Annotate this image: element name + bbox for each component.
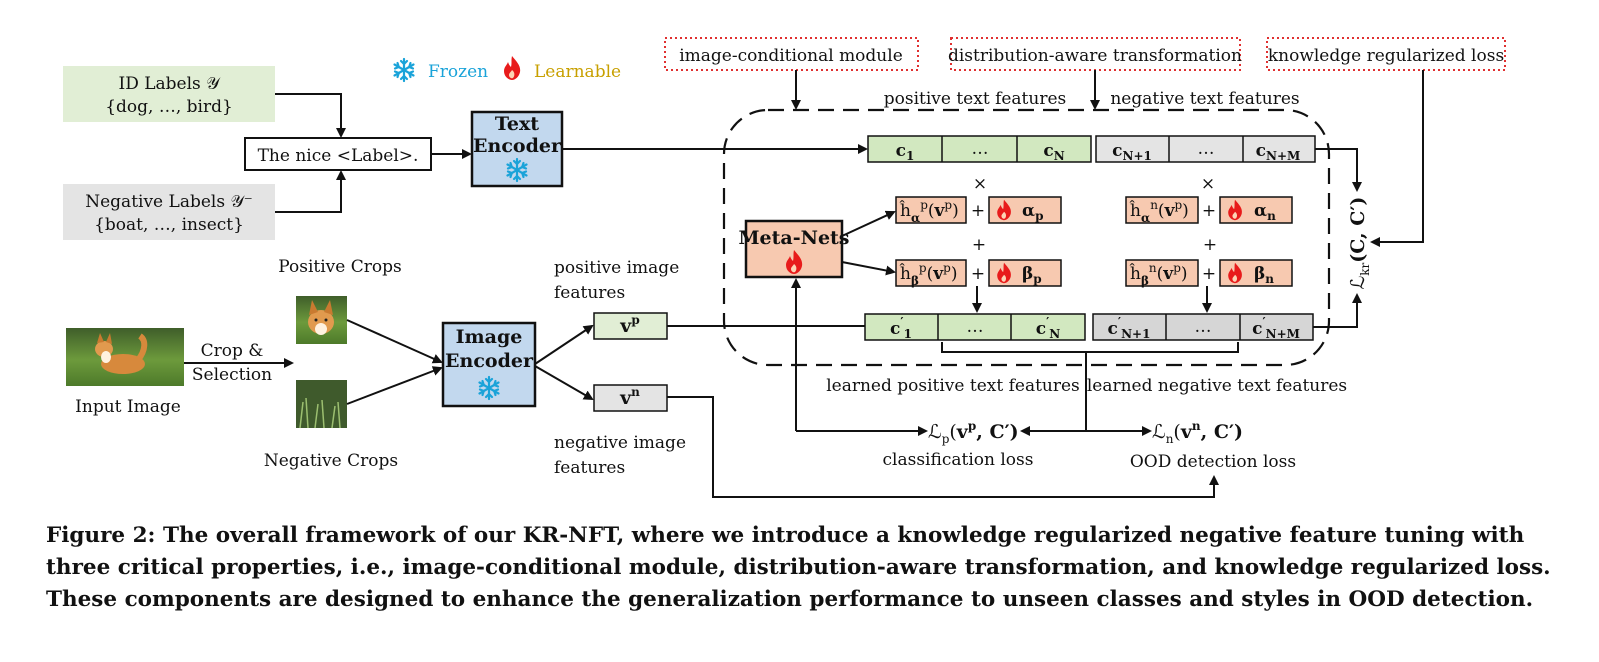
svg-text:Encoder: Encoder	[445, 350, 534, 372]
learned-positive-features-row: c′1 … c′N	[864, 313, 1086, 341]
svg-text:knowledge regularized loss: knowledge regularized loss	[1268, 46, 1504, 66]
classification-loss-formula: ℒp(vp, C′)	[928, 419, 1019, 446]
plus-alpha-positive: +	[971, 201, 985, 221]
svg-text:…: …	[1198, 139, 1215, 159]
text-encoder: Text Encoder	[470, 110, 564, 188]
frozen-legend-snowflake-icon	[393, 57, 415, 83]
plus-alpha-negative: +	[1202, 201, 1216, 221]
property-knowledge-loss: knowledge regularized loss	[1266, 37, 1506, 71]
alpha-positive-box: αp	[988, 196, 1062, 224]
svg-text:c′N+M: c′N+M	[1252, 315, 1300, 341]
positive-image-feature-box: vp	[593, 312, 668, 340]
plus-beta-positive: +	[971, 264, 985, 284]
ood-detection-loss-formula: ℒn(vn, C′)	[1152, 419, 1243, 446]
image-encoder: Image Encoder	[441, 321, 537, 408]
svg-text:vp: vp	[619, 313, 639, 337]
learnable-legend-label: Learnable	[534, 62, 621, 82]
svg-text:αn: αn	[1254, 201, 1276, 223]
svg-text:cN: cN	[1043, 141, 1064, 163]
input-image	[66, 328, 184, 386]
ood-detection-loss-label: OOD detection loss	[1130, 452, 1296, 472]
learned-features-bracket	[941, 342, 1239, 353]
svg-text:vn: vn	[619, 385, 640, 409]
learned-negative-features-row: c′N+1 … c′N+M	[1092, 313, 1314, 341]
figure-caption: Figure 2: The overall framework of our K…	[46, 523, 1551, 612]
plus-sign-positive: +	[972, 235, 986, 255]
svg-text:Text: Text	[495, 113, 539, 135]
frozen-legend-label: Frozen	[428, 62, 488, 82]
learned-positive-features-label: learned positive text features	[826, 376, 1080, 396]
property-image-conditional: image-conditional module	[664, 37, 919, 71]
negative-labels-box: Negative Labels 𝒴⁻ {boat, …, insect}	[63, 184, 275, 240]
plus-sign-negative: +	[1203, 235, 1217, 255]
learned-negative-features-label: learned negative text features	[1087, 376, 1347, 396]
svg-text:The nice <Label>.: The nice <Label>.	[258, 146, 419, 166]
negative-crops-label: Negative Crops	[264, 451, 398, 471]
h-beta-positive-box: ĥβp(vp)	[895, 259, 967, 288]
svg-text:Encoder: Encoder	[473, 135, 562, 157]
svg-text:…: …	[972, 139, 989, 159]
negative-image-features-label-2: features	[554, 458, 625, 478]
input-image-label: Input Image	[75, 397, 181, 417]
beta-negative-box: βn	[1219, 259, 1293, 287]
svg-text:c′N: c′N	[1036, 315, 1061, 341]
positive-text-features-row: c1 … cN	[867, 135, 1092, 163]
svg-text:ĥαn(vp): ĥαn(vp)	[1129, 198, 1189, 225]
svg-text:Meta-Nets: Meta-Nets	[738, 227, 849, 249]
svg-text:distribution-aware transformat: distribution-aware transformation	[948, 46, 1242, 66]
property-distribution-aware: distribution-aware transformation	[948, 37, 1242, 71]
svg-text:…: …	[967, 317, 984, 337]
svg-text:ĥαp(vp): ĥαp(vp)	[899, 198, 959, 225]
svg-text:image-conditional module: image-conditional module	[679, 46, 903, 66]
svg-text:{boat, …, insect}: {boat, …, insect}	[94, 215, 244, 235]
multiply-sign-positive: ×	[973, 174, 987, 194]
svg-text:αp: αp	[1022, 201, 1043, 223]
negative-text-features-label: negative text features	[1110, 89, 1299, 109]
negative-text-features-row: cN+1 … cN+M	[1095, 135, 1316, 163]
knowledge-regularized-loss-formula: ℒkr(C, C′)	[1347, 197, 1372, 290]
svg-text:c′N+1: c′N+1	[1108, 315, 1151, 341]
svg-text:Negative Labels 𝒴⁻: Negative Labels 𝒴⁻	[85, 192, 253, 212]
tuning-region	[722, 108, 1331, 367]
framework-diagram: Frozen Learnable image-conditional modul…	[63, 37, 1506, 498]
h-alpha-positive-box: ĥαp(vp)	[895, 196, 967, 225]
svg-text:…: …	[1195, 317, 1212, 337]
multiply-sign-negative: ×	[1201, 174, 1215, 194]
plus-beta-negative: +	[1202, 264, 1216, 284]
positive-crop-image	[296, 296, 347, 344]
beta-positive-box: βp	[988, 259, 1062, 287]
positive-image-features-label-1: positive image	[554, 258, 679, 278]
alpha-negative-box: αn	[1219, 196, 1293, 224]
learnable-legend-flame-icon	[504, 56, 521, 80]
svg-text:βn: βn	[1254, 264, 1274, 286]
h-alpha-negative-box: ĥαn(vp)	[1125, 196, 1199, 225]
prompt-template-box: The nice <Label>.	[244, 137, 432, 171]
svg-text:cN+1: cN+1	[1112, 141, 1152, 163]
h-beta-negative-box: ĥβn(vp)	[1125, 259, 1199, 288]
meta-nets: Meta-Nets	[738, 219, 850, 279]
svg-text:c1: c1	[896, 141, 915, 163]
positive-image-features-label-2: features	[554, 283, 625, 303]
svg-text:ĥβn(vp): ĥβn(vp)	[1129, 261, 1188, 288]
svg-text:ID Labels 𝒴: ID Labels 𝒴	[118, 74, 221, 94]
svg-text:ĥβp(vp): ĥβp(vp)	[899, 261, 957, 288]
negative-image-features-label-1: negative image	[554, 433, 686, 453]
svg-text:c′1: c′1	[890, 315, 912, 341]
id-labels-box: ID Labels 𝒴 {dog, …, bird}	[63, 66, 275, 122]
positive-crops-label: Positive Crops	[278, 257, 401, 277]
positive-text-features-label: positive text features	[884, 89, 1067, 109]
svg-text:cN+M: cN+M	[1256, 141, 1301, 163]
negative-crop-image	[296, 380, 347, 429]
svg-text:Image: Image	[456, 326, 523, 348]
svg-text:βp: βp	[1022, 264, 1042, 286]
svg-text:{dog, …, bird}: {dog, …, bird}	[105, 97, 233, 117]
crop-selection-label-1: Crop &	[201, 341, 264, 361]
classification-loss-label: classification loss	[883, 450, 1034, 470]
crop-selection-label-2: Selection	[192, 365, 272, 385]
negative-image-feature-box: vn	[593, 384, 668, 412]
